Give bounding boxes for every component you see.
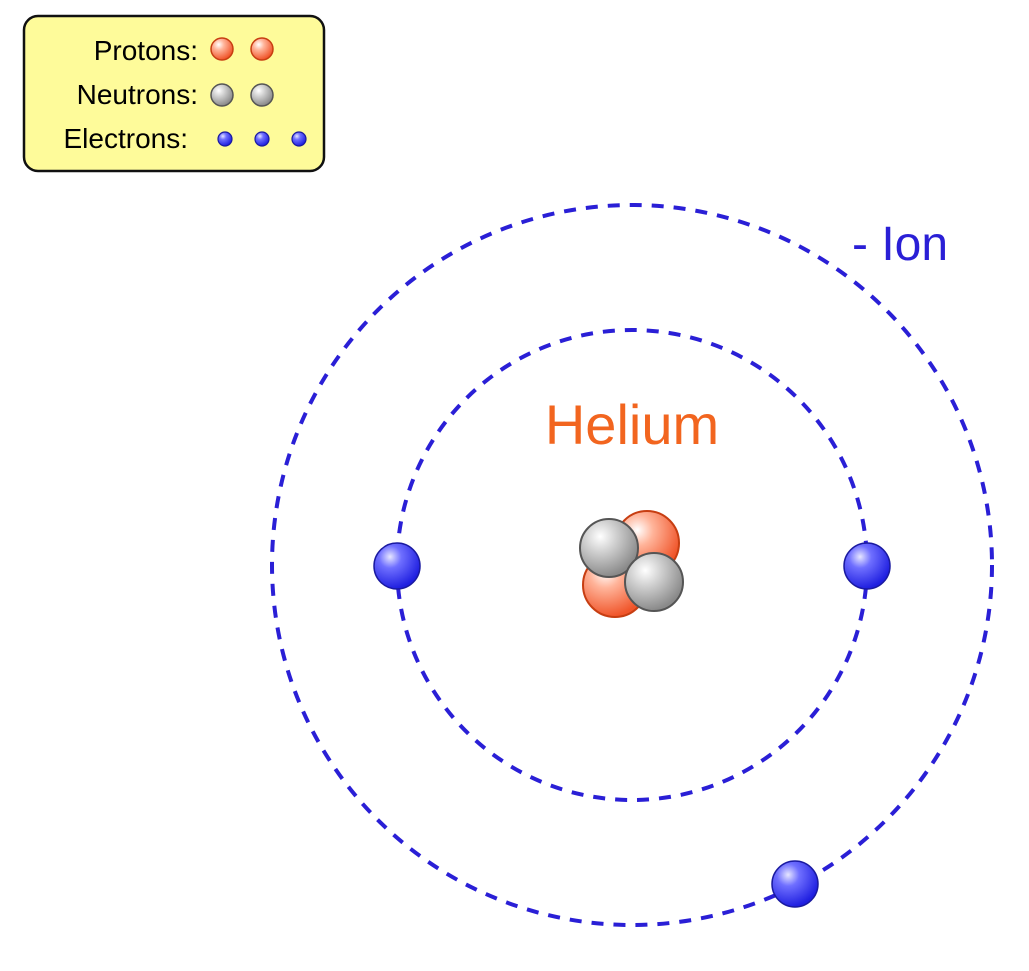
outer-orbit [270, 203, 994, 927]
legend-proton-dot-1 [210, 37, 234, 61]
nucleus [579, 510, 684, 618]
element-name: Helium [545, 393, 719, 456]
ion-label: - Ion [852, 218, 948, 271]
legend-neutron-dot-2 [250, 83, 274, 107]
legend-neutrons-label: Neutrons: [77, 79, 198, 110]
legend-proton-dot-2 [250, 37, 274, 61]
legend-electron-dot-1 [217, 131, 233, 147]
electron-inner-right [843, 542, 891, 590]
electron-outer-bottom [771, 860, 819, 908]
legend-box [22, 14, 326, 173]
legend-electrons-label: Electrons: [64, 123, 189, 154]
legend-neutron-dot-1 [210, 83, 234, 107]
legend-electron-dot-2 [254, 131, 270, 147]
neutron-1 [579, 518, 639, 578]
electron-inner-left [373, 542, 421, 590]
legend: Protons: Neutrons: Electrons: [22, 14, 326, 173]
neutron-2 [624, 552, 684, 612]
legend-electron-dot-3 [291, 131, 307, 147]
legend-protons-label: Protons: [94, 35, 198, 66]
